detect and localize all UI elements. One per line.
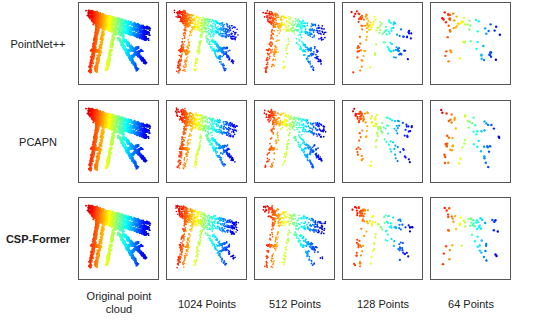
point (130, 22, 132, 24)
point (91, 66, 93, 68)
point (142, 50, 144, 52)
point (85, 10, 87, 12)
point (103, 31, 105, 33)
point (93, 58, 95, 60)
point (96, 63, 98, 65)
point (96, 54, 98, 56)
point (124, 32, 126, 34)
point (101, 44, 103, 46)
point-cloud-panel (79, 3, 159, 85)
point (110, 44, 112, 46)
point (145, 33, 147, 35)
point (89, 71, 91, 73)
point (148, 39, 150, 41)
point (98, 58, 100, 60)
point (90, 59, 92, 61)
point (98, 60, 100, 62)
point (89, 10, 91, 12)
point (119, 22, 121, 24)
point (98, 62, 100, 64)
point (96, 38, 98, 40)
point (109, 58, 111, 60)
point (112, 35, 114, 37)
point (96, 57, 98, 59)
point (88, 70, 90, 72)
point (93, 22, 95, 24)
point (98, 48, 100, 50)
point (122, 19, 124, 21)
point (86, 15, 88, 17)
point (102, 27, 104, 29)
